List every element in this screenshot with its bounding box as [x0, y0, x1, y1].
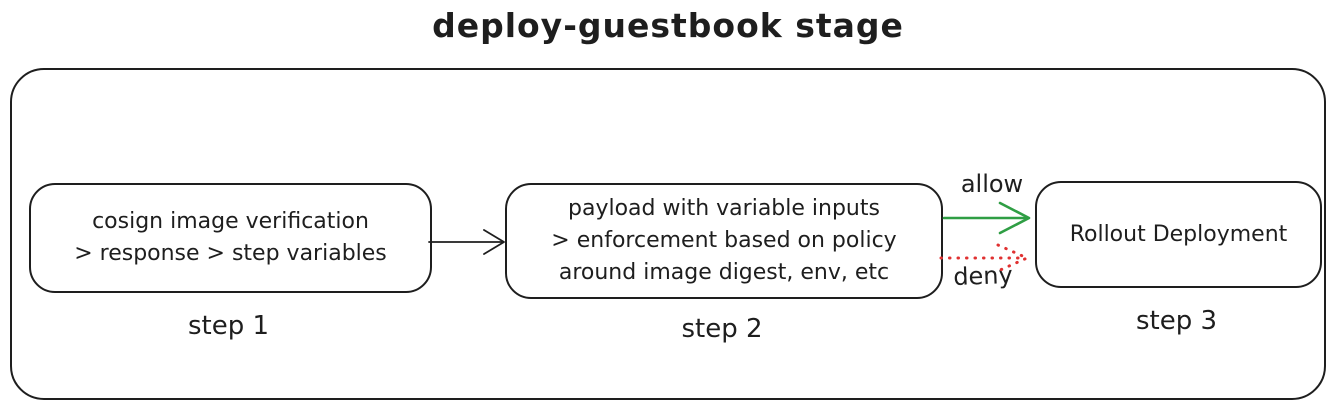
- diagram-title: deploy-guestbook stage: [432, 6, 904, 45]
- step-1-label: step 1: [187, 311, 270, 341]
- allow-edge-label: allow: [960, 170, 1024, 198]
- step-2-label: step 2: [681, 314, 763, 344]
- step-2-text-line-3: around image digest, env, etc: [558, 259, 890, 285]
- step-3-label: step 3: [1135, 306, 1218, 336]
- step-3-node: Rollout Deployment: [1035, 181, 1322, 288]
- step-2-node: payload with variable inputs > enforceme…: [505, 183, 943, 299]
- step-1-text-line-2: > response > step variables: [74, 241, 387, 266]
- step-1-text-line-1: cosign image verification: [92, 209, 369, 235]
- deny-edge-label: deny: [952, 260, 1014, 292]
- step-2-text-line-2: > enforcement based on policy: [551, 228, 897, 254]
- stage-container: [10, 68, 1326, 400]
- step-2-text-line-1: payload with variable inputs: [568, 196, 880, 222]
- step-3-text-line-1: Rollout Deployment: [1069, 221, 1288, 247]
- step-1-node: cosign image verification > response > s…: [29, 183, 432, 293]
